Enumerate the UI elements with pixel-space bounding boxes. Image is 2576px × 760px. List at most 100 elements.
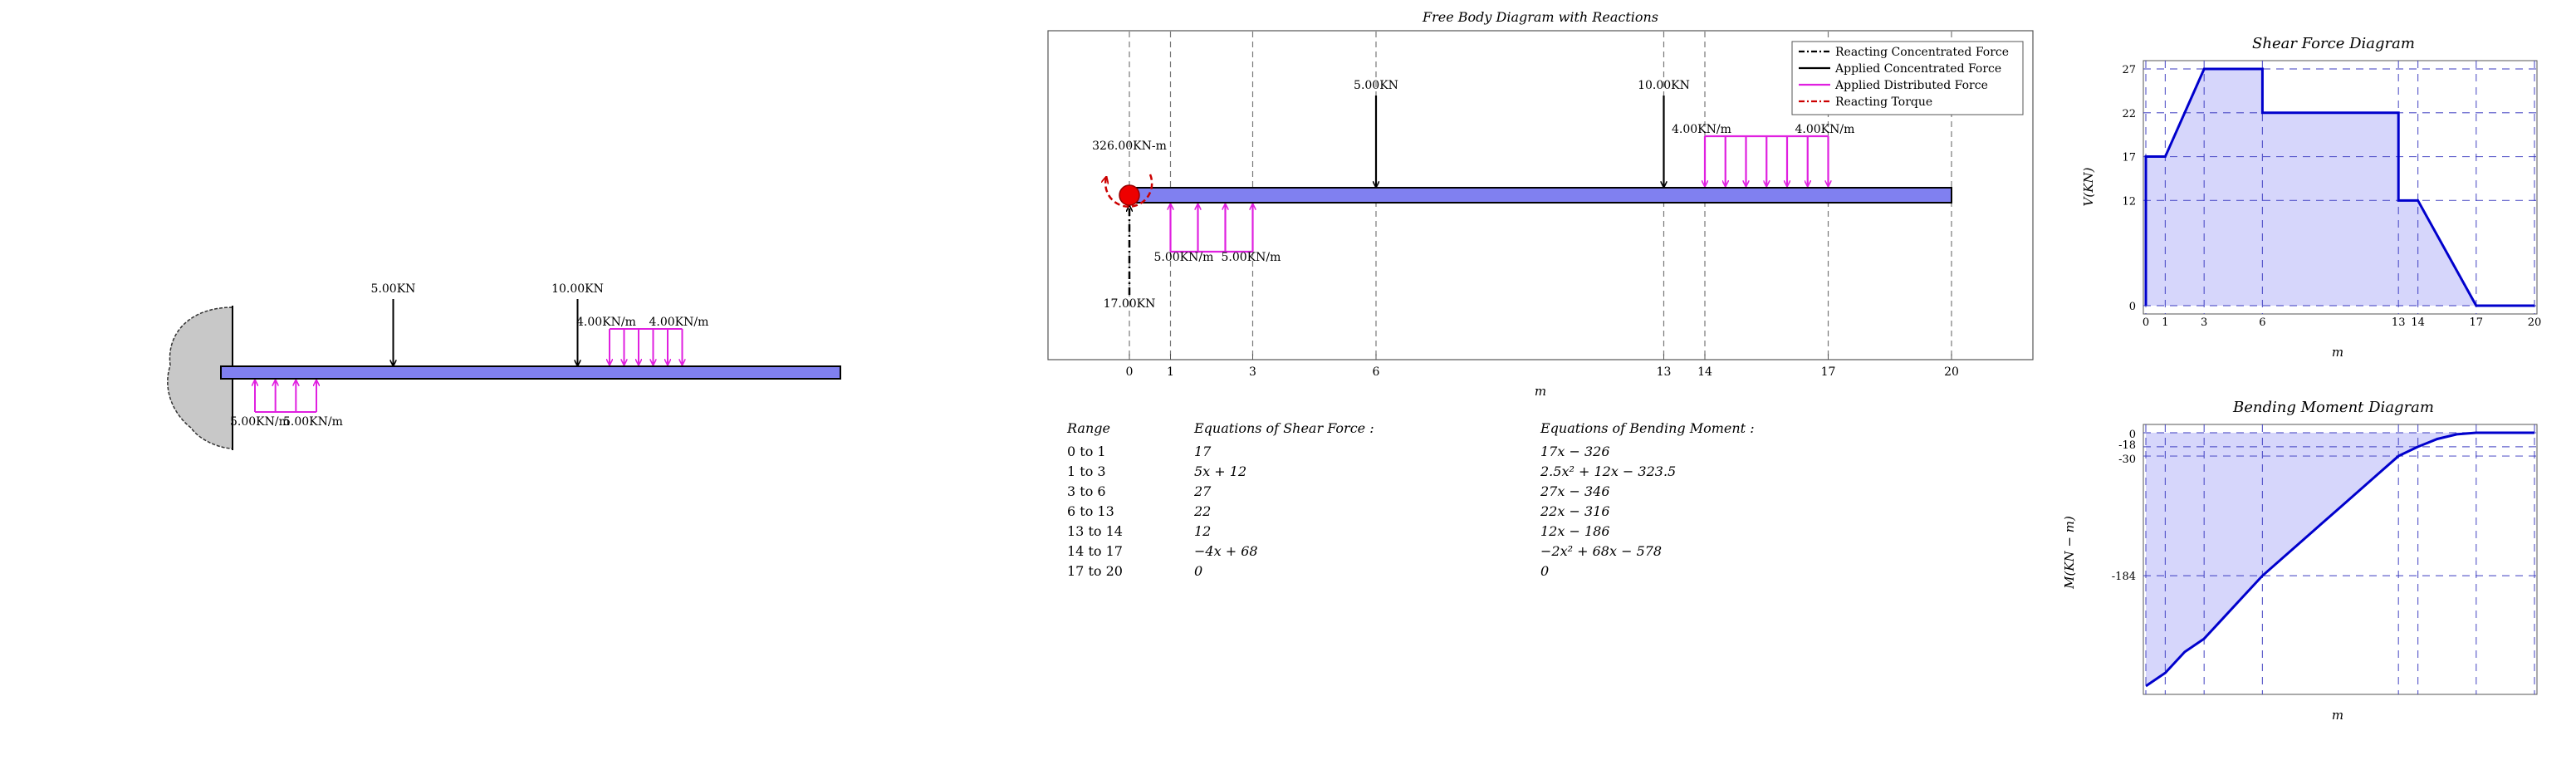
- equations-cell: 14 to 17: [1067, 543, 1123, 559]
- equations-cell: 17: [1194, 444, 1212, 459]
- x-tick-label: 13: [2392, 316, 2406, 329]
- bmd-title: Bending Moment Diagram: [2232, 399, 2434, 416]
- equations-header: Equations of Shear Force :: [1193, 420, 1374, 436]
- sfd-y-axis-label: V(KN): [2081, 167, 2096, 206]
- equations-header: Range: [1066, 420, 1110, 436]
- equations-cell: 1 to 3: [1067, 463, 1106, 479]
- legend-label: Reacting Concentrated Force: [1835, 46, 2009, 59]
- sketch-udl-down-label-end: 4.00KN/m: [649, 316, 709, 329]
- equations-cell: 0: [1194, 563, 1202, 579]
- fbd-title: Free Body Diagram with Reactions: [1422, 9, 1658, 25]
- equations-cell: 0: [1540, 563, 1549, 579]
- fbd-x-tick-label: 6: [1373, 365, 1380, 379]
- equations-cell: 6 to 13: [1067, 503, 1114, 519]
- beam-sketch: 5.00KN 10.00KN 5.00KN/m5.00KN/m 4.00KN/m 4.0…: [167, 282, 841, 450]
- equations-cell: 17x − 326: [1540, 444, 1610, 459]
- y-tick-label: 0: [2129, 301, 2136, 313]
- equations-cell: 12x − 186: [1540, 523, 1610, 539]
- x-tick-label: 6: [2259, 316, 2265, 329]
- diagram-line: [2145, 431, 2534, 688]
- equations-table: Range Equations of Shear Force : Equations…: [1066, 420, 1755, 579]
- fixed-wall-support: [167, 306, 233, 449]
- x-tick-label: 20: [2528, 316, 2542, 329]
- x-tick-label: 14: [2411, 316, 2425, 329]
- y-tick-label: -18: [2118, 439, 2136, 452]
- fbd-x-tick-label: 14: [1697, 365, 1712, 379]
- reaction-torque-label: 326.00KN-m: [1092, 140, 1167, 153]
- sketch-udl-up-label-end: 5.00KN/m: [283, 415, 343, 429]
- fbd-x-tick-label: 1: [1167, 365, 1174, 379]
- fbd-udl-up-label-end: 5.00KN/m: [1222, 251, 1281, 264]
- y-tick-label: 27: [2122, 64, 2136, 76]
- legend-label: Reacting Torque: [1835, 96, 1932, 109]
- fbd-x-tick-label: 20: [1944, 365, 1959, 379]
- fbd-x-tick-label: 3: [1249, 365, 1256, 379]
- fbd-udl-down-label-end: 4.00KN/m: [1795, 123, 1855, 136]
- fbd-plot-frame: [1047, 30, 2034, 360]
- fbd-beam: [1129, 187, 1952, 203]
- y-tick-label: 0: [2129, 429, 2136, 441]
- equations-cell: 22x − 316: [1540, 503, 1610, 519]
- x-tick-label: 17: [2470, 316, 2484, 329]
- fbd-x-tick-label: 17: [1821, 365, 1836, 379]
- y-tick-label: -184: [2112, 571, 2136, 583]
- y-tick-label: 22: [2122, 108, 2136, 120]
- equations-cell: 12: [1194, 523, 1211, 539]
- sketch-udl-down-label-start: 4.00KN/m: [576, 316, 636, 329]
- plot-frame: [2143, 60, 2538, 315]
- fbd-point-load-label: 10.00KN: [1638, 79, 1690, 92]
- diagram-area: [2146, 433, 2534, 686]
- equations-cell: 27x − 346: [1540, 483, 1610, 499]
- fbd-udl-up-label-start: 5.00KN/m: [1154, 251, 1214, 264]
- equations-cell: 27: [1193, 483, 1212, 499]
- fbd-point-load-label: 5.00KN: [1354, 79, 1398, 92]
- fbd-x-axis-label: m: [1535, 384, 1546, 399]
- x-tick-label: 0: [2143, 316, 2149, 329]
- fbd-loads: 17.00KN 326.00KN-m 5.00KN 10.00KN 5.00KN/m 5.…: [1092, 79, 1854, 311]
- legend-label: Applied Distributed Force: [1834, 79, 1988, 92]
- diagram-area: [2146, 69, 2534, 306]
- equations-cell: 17 to 20: [1067, 563, 1123, 579]
- bmd-x-axis-label: m: [2332, 708, 2343, 723]
- bmd-plot: 0-18 -30 -184: [2112, 424, 2538, 695]
- equations-cell: 3 to 6: [1067, 483, 1106, 499]
- sketch-point-load-label: 10.00KN: [551, 282, 604, 296]
- legend-box: [1791, 41, 2024, 115]
- fbd-udl-down-label-start: 4.00KN/m: [1672, 123, 1731, 136]
- plot-frame: [2143, 424, 2538, 695]
- reaction-torque-arrow: [1105, 174, 1153, 208]
- sfd-x-axis-label: m: [2332, 345, 2343, 360]
- equations-cell: −4x + 68: [1194, 543, 1258, 559]
- x-tick-label: 3: [2201, 316, 2207, 329]
- free-body-diagram: Free Body Diagram with Reactions 17.00KN…: [1047, 9, 2034, 399]
- legend-label: Applied Concentrated Force: [1834, 62, 2001, 76]
- bmd-y-axis-label: M(KN − m): [2062, 516, 2077, 590]
- sketch-loads: 5.00KN 10.00KN 5.00KN/m5.00KN/m 4.00KN/m 4.0…: [230, 282, 708, 429]
- equations-cell: 5x + 12: [1194, 463, 1246, 479]
- sketch-point-load-label: 5.00KN: [371, 282, 416, 296]
- sketch-beam: [220, 365, 841, 380]
- fbd-x-tick-label: 13: [1657, 365, 1672, 379]
- equations-cell: 0 to 1: [1067, 444, 1106, 459]
- sfd-title: Shear Force Diagram: [2252, 35, 2415, 52]
- diagram-line: [2144, 67, 2534, 307]
- equations-cell: −2x² + 68x − 578: [1540, 543, 1662, 559]
- fbd-x-tick-label: 0: [1126, 365, 1134, 379]
- equations-cell: 2.5x² + 12x − 323.5: [1540, 463, 1676, 479]
- equations-cell: 22: [1193, 503, 1211, 519]
- x-tick-label: 1: [2162, 316, 2168, 329]
- y-tick-label: -30: [2118, 454, 2136, 466]
- y-tick-label: 17: [2122, 152, 2136, 164]
- equations-cell: 13 to 14: [1067, 523, 1123, 539]
- y-tick-label: 12: [2122, 195, 2136, 208]
- reaction-force-label: 17.00KN: [1104, 297, 1156, 311]
- sketch-udl-up-label-start: 5.00KN/m: [230, 415, 290, 429]
- equations-header: Equations of Bending Moment :: [1540, 420, 1755, 436]
- bending-moment-diagram: Bending Moment Diagram 0-18 -30 -184 m M(K…: [2062, 399, 2538, 723]
- fixed-support-node: [1119, 184, 1140, 206]
